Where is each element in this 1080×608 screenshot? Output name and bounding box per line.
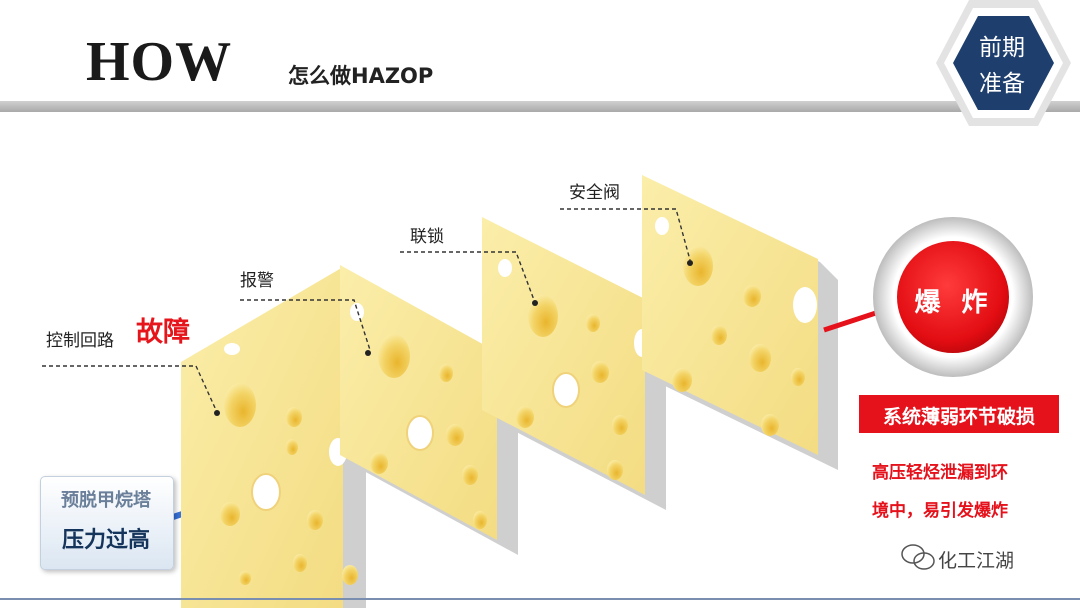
source-label-2: 压力过高 [40, 522, 172, 554]
cheese-slice-1 [181, 267, 366, 608]
layer3-label: 联锁 [410, 222, 444, 247]
outcome-desc-1: 高压轻烃泄漏到环 [872, 458, 1008, 483]
layer1-label: 控制回路 [46, 326, 114, 351]
weak-link-label: 系统薄弱环节破损 [859, 402, 1059, 429]
explosion-label: 爆 炸 [899, 282, 1009, 319]
layer2-label: 报警 [240, 266, 274, 291]
fault-label: 故障 [136, 310, 190, 349]
layer4-label: 安全阀 [569, 178, 620, 203]
wechat-icon [902, 545, 934, 569]
source-label-1: 预脱甲烷塔 [40, 486, 172, 512]
cheese-slice-4 [642, 175, 838, 470]
bottom-divider [0, 598, 1080, 600]
outcome-desc-2: 境中，易引发爆炸 [872, 496, 1008, 521]
watermark: 化工江湖 [938, 546, 1014, 573]
